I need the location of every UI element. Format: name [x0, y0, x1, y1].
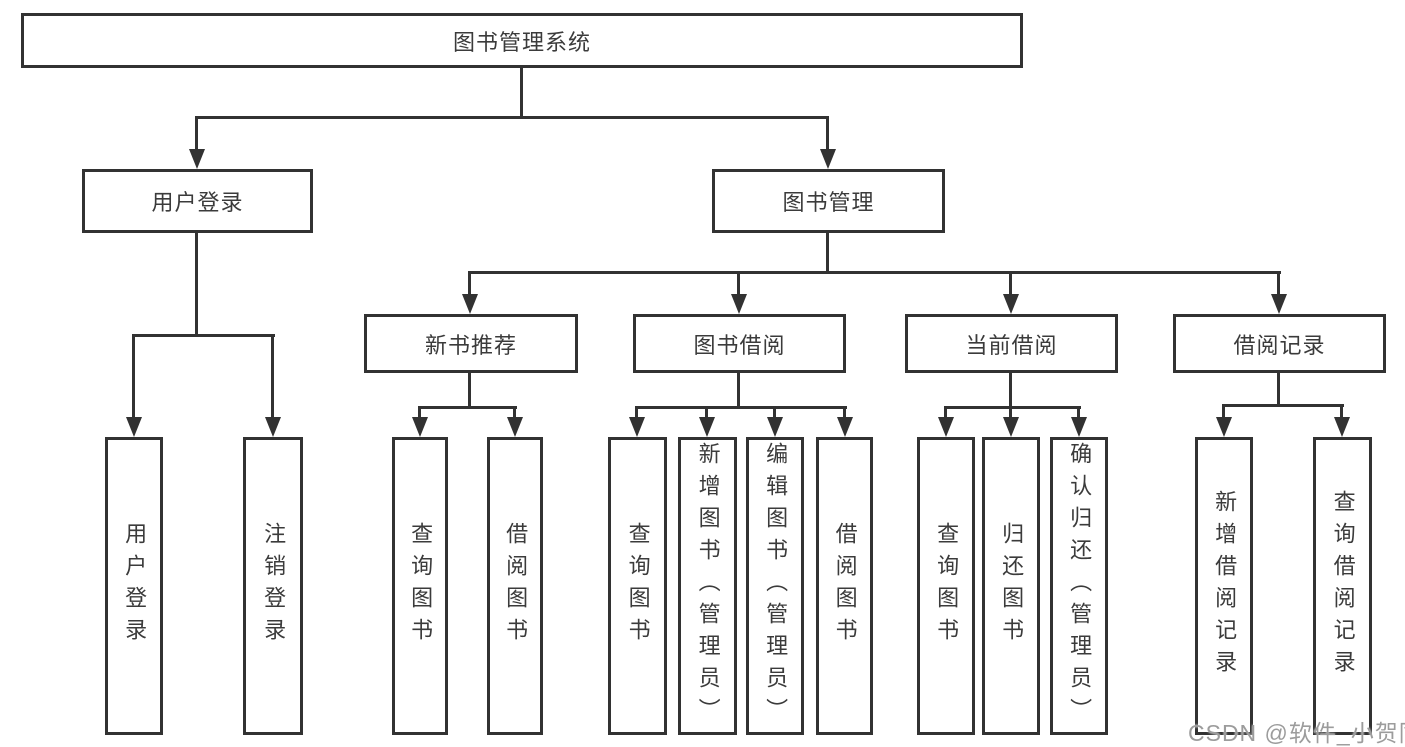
leaf-label: 查询图书	[934, 522, 960, 650]
node-library-system: 图书管理系统	[21, 13, 1023, 68]
edge-to-book-borrowing	[737, 271, 740, 294]
edge-book-management-branch	[468, 271, 1281, 274]
leaf-label: 查询借阅记录	[1330, 490, 1356, 682]
arrowhead-to-book-borrowing	[731, 294, 747, 314]
arrowhead-to-leaf-logout	[265, 417, 281, 437]
edge-to-leaf	[1222, 404, 1225, 419]
edge-to-new-book-recommend	[468, 271, 471, 294]
arrowhead-to-leaf	[1003, 417, 1019, 437]
edge-to-leaf	[773, 406, 776, 419]
edge-new-book-recommend-stem	[468, 371, 471, 409]
leaf-add-books-admin: 新增图书（管理员）	[678, 437, 737, 735]
edge-user-login-branch	[132, 334, 275, 337]
arrowhead-to-leaf-user-login	[126, 417, 142, 437]
edge-to-leaf-logout	[271, 334, 274, 419]
edge-to-leaf	[1340, 404, 1343, 419]
edge-to-leaf	[635, 406, 638, 419]
node-label: 新书推荐	[424, 332, 517, 358]
node-label: 图书管理	[782, 190, 875, 215]
leaf-label: 查询图书	[625, 522, 651, 650]
leaf-label: 新增借阅记录	[1212, 490, 1238, 682]
node-book-borrowing: 图书借阅	[633, 314, 846, 373]
edge-to-user-login	[195, 116, 198, 152]
leaf-query-books: 查询图书	[392, 437, 448, 735]
arrowhead-to-leaf	[412, 417, 428, 437]
edge-new-book-recommend-branch	[418, 406, 517, 409]
edge-book-borrowing-branch	[635, 406, 847, 409]
leaf-label: 用户登录	[122, 522, 148, 650]
node-borrowing-records: 借阅记录	[1173, 314, 1386, 373]
leaf-borrow-books: 借阅图书	[487, 437, 543, 735]
edge-to-leaf	[705, 406, 708, 419]
node-label: 图书借阅	[693, 332, 786, 358]
node-label: 图书管理系统	[452, 29, 591, 55]
leaf-label: 借阅图书	[832, 522, 858, 650]
edge-to-leaf	[843, 406, 846, 419]
arrowhead-to-leaf	[938, 417, 954, 437]
node-label: 当前借阅	[965, 332, 1058, 358]
watermark: CSDN @软件_小贺同学	[1188, 720, 1405, 746]
edge-to-leaf	[1009, 406, 1012, 419]
leaf-query-books: 查询图书	[608, 437, 667, 735]
leaf-edit-books-admin: 编辑图书（管理员）	[746, 437, 804, 735]
edge-to-borrowing-records	[1277, 271, 1280, 294]
arrowhead-to-leaf	[629, 417, 645, 437]
edge-to-leaf	[1077, 406, 1080, 419]
leaf-label: 借阅图书	[503, 522, 529, 650]
leaf-label: 注销登录	[261, 522, 287, 650]
arrowhead-to-user-login	[189, 149, 205, 169]
arrowhead-to-leaf	[507, 417, 523, 437]
arrowhead-to-leaf	[1216, 417, 1232, 437]
edge-book-management-stem	[826, 231, 829, 274]
leaf-confirm-return-admin: 确认归还（管理员）	[1050, 437, 1108, 735]
edge-to-leaf	[418, 406, 421, 419]
edge-to-leaf	[944, 406, 947, 419]
edge-borrowing-records-stem	[1277, 371, 1280, 407]
leaf-label: 确认归还（管理员）	[1067, 442, 1093, 730]
node-new-book-recommend: 新书推荐	[364, 314, 578, 373]
edge-root-stem	[520, 68, 523, 119]
leaf-query-borrow-record: 查询借阅记录	[1313, 437, 1372, 735]
leaf-logout: 注销登录	[243, 437, 303, 735]
edge-current-borrowing-branch	[944, 406, 1081, 409]
leaf-query-books: 查询图书	[917, 437, 975, 735]
edge-book-borrowing-stem	[737, 371, 740, 409]
arrowhead-to-borrowing-records	[1271, 294, 1287, 314]
edge-to-leaf	[513, 406, 516, 419]
edge-user-login-stem	[195, 230, 198, 337]
arrowhead-to-leaf	[1071, 417, 1087, 437]
edge-to-book-management	[826, 116, 829, 151]
leaf-label: 新增图书（管理员）	[695, 442, 721, 730]
leaf-add-borrow-record: 新增借阅记录	[1195, 437, 1253, 735]
node-label: 用户登录	[151, 190, 244, 215]
leaf-label: 编辑图书（管理员）	[763, 442, 789, 730]
arrowhead-to-leaf	[767, 417, 783, 437]
arrowhead-to-leaf	[1334, 417, 1350, 437]
node-label: 借阅记录	[1233, 332, 1326, 358]
arrowhead-to-leaf	[837, 417, 853, 437]
leaf-label: 查询图书	[408, 522, 434, 650]
edge-current-borrowing-stem	[1009, 371, 1012, 409]
edge-to-leaf-user-login	[132, 334, 135, 419]
arrowhead-to-new-book-recommend	[462, 294, 478, 314]
node-current-borrowing: 当前借阅	[905, 314, 1118, 373]
node-user-login: 用户登录	[82, 169, 313, 233]
leaf-borrow-books: 借阅图书	[816, 437, 873, 735]
edge-borrowing-records-branch	[1222, 404, 1344, 407]
arrowhead-to-current-borrowing	[1003, 294, 1019, 314]
edge-to-current-borrowing	[1009, 271, 1012, 294]
node-book-management: 图书管理	[712, 169, 945, 233]
arrowhead-to-leaf	[699, 417, 715, 437]
leaf-return-books: 归还图书	[982, 437, 1040, 735]
edge-root-branch	[195, 116, 829, 119]
leaf-user-login: 用户登录	[105, 437, 163, 735]
leaf-label: 归还图书	[999, 522, 1025, 650]
arrowhead-to-book-management	[820, 149, 836, 169]
